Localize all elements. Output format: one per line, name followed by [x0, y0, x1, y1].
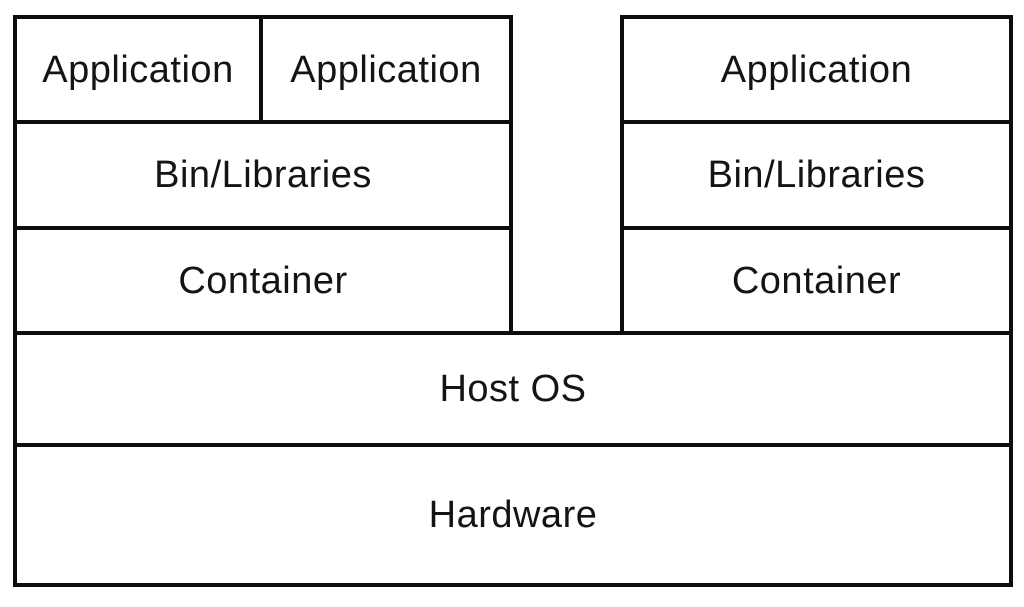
bin-libraries-label: Bin/Libraries: [707, 154, 926, 196]
application-label: Application: [290, 48, 482, 91]
left-stack-bin-libraries-box: Bin/Libraries: [13, 120, 513, 230]
application-label: Application: [720, 48, 913, 91]
right-stack-application-box: Application: [620, 15, 1013, 124]
left-stack-container-box: Container: [13, 226, 513, 335]
hardware-label: Hardware: [428, 494, 598, 536]
host-os-box: Host OS: [13, 331, 1013, 447]
application-label: Application: [42, 48, 234, 91]
left-stack-application-box-1: Application: [13, 15, 263, 124]
container-label: Container: [178, 259, 348, 302]
right-stack-container-box: Container: [620, 226, 1013, 335]
left-stack-application-box-2: Application: [259, 15, 513, 124]
host-os-label: Host OS: [439, 368, 587, 410]
bin-libraries-label: Bin/Libraries: [154, 154, 372, 196]
container-label: Container: [731, 259, 902, 302]
hardware-box: Hardware: [13, 443, 1013, 587]
right-stack-bin-libraries-box: Bin/Libraries: [620, 120, 1013, 230]
